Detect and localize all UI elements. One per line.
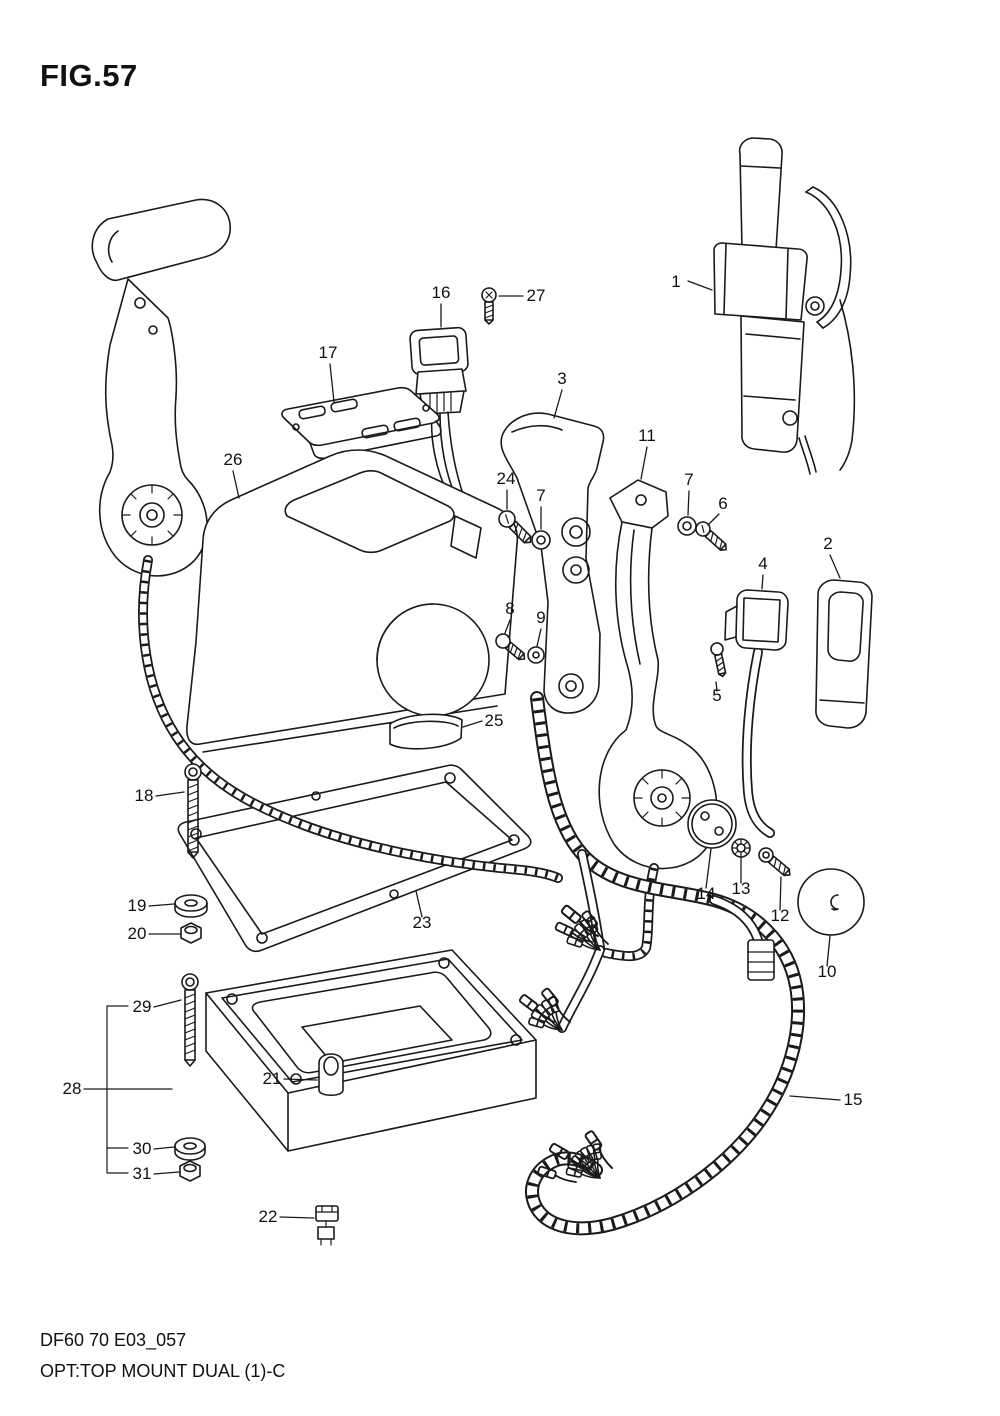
leader-line-9 <box>536 628 542 647</box>
part-callout-15: 15 <box>844 1090 863 1109</box>
part-12-screw <box>758 847 791 877</box>
part-callout-7: 7 <box>536 486 545 505</box>
part-callout-16: 16 <box>432 283 451 302</box>
part-21-pin <box>318 1053 344 1097</box>
part-3-bracket <box>500 412 605 714</box>
part-8-screw <box>495 633 526 661</box>
part-callout-11: 11 <box>638 426 656 445</box>
part-callout-8: 8 <box>505 599 514 618</box>
leader-line-5 <box>715 681 718 692</box>
leader-line-8 <box>504 619 511 634</box>
part-callout-20: 20 <box>128 924 147 943</box>
leader-line-6 <box>707 513 720 526</box>
leader-line-19 <box>148 903 175 907</box>
figure-code: DF60 70 E03_057 <box>40 1330 187 1350</box>
part-2-grip <box>815 579 873 729</box>
leader-line-30 <box>153 1146 175 1150</box>
part-9-washer <box>527 646 545 664</box>
part-callout-26: 26 <box>224 450 243 469</box>
part-callout-4: 4 <box>758 554 767 573</box>
part-18-bolt <box>184 763 202 859</box>
part-11-control-lever <box>598 479 718 870</box>
leader-line-7 <box>687 490 690 516</box>
part-28-housing-base <box>205 949 537 1152</box>
part-17-plate <box>281 386 442 460</box>
leader-line-18 <box>155 791 185 797</box>
leader-line-1 <box>687 280 713 291</box>
figure-title: FIG.57 <box>40 58 138 93</box>
part-left-control-lever <box>91 198 231 577</box>
leader-line-15 <box>789 1095 841 1101</box>
part-25-clamp <box>389 713 463 750</box>
part-31-nut <box>179 1160 201 1182</box>
leader-line-22 <box>279 1216 315 1219</box>
leader-line-4 <box>761 574 764 590</box>
part-callout-7: 7 <box>684 470 693 489</box>
part-callout-23: 23 <box>413 913 432 932</box>
part-14-disc <box>687 799 737 849</box>
leader-line-17 <box>329 363 335 403</box>
part-7-washer <box>531 530 551 550</box>
part-callout-14: 14 <box>697 884 716 903</box>
figure-caption: OPT:TOP MOUNT DUAL (1)-C <box>40 1361 286 1381</box>
leader-line-23 <box>415 890 423 918</box>
part-22-clip <box>315 1205 339 1246</box>
part-callout-6: 6 <box>718 494 727 513</box>
part-30-washer <box>174 1137 206 1161</box>
part-29-bolt <box>181 973 199 1067</box>
leader-line-12 <box>779 876 782 911</box>
part-callout-5: 5 <box>712 686 721 705</box>
leader-line-29 <box>153 999 182 1008</box>
part-15-wire-harness <box>518 691 806 1236</box>
part-callout-2: 2 <box>823 534 832 553</box>
leader-line-10 <box>826 935 831 967</box>
part-4-switch-assy <box>724 589 789 838</box>
part-callout-27: 27 <box>527 286 546 305</box>
part-7-washer <box>677 516 697 536</box>
part-callout-10: 10 <box>818 962 837 981</box>
part-callout-31: 31 <box>133 1164 152 1183</box>
part-callout-19: 19 <box>128 896 147 915</box>
leader-line-21 <box>283 1078 318 1081</box>
part-13-washer <box>731 838 751 858</box>
part-callout-22: 22 <box>259 1207 278 1226</box>
part-callout-1: 1 <box>671 272 680 291</box>
fasteners <box>174 287 791 1246</box>
part-callout-29: 29 <box>133 997 152 1016</box>
part-1-remote-control <box>713 137 856 475</box>
leader-line-3 <box>553 389 563 419</box>
leader-line-11 <box>640 446 648 480</box>
leader-line-31 <box>153 1171 180 1175</box>
part-callout-17: 17 <box>319 343 338 362</box>
part-callout-3: 3 <box>557 369 566 388</box>
part-callout-21: 21 <box>263 1069 282 1088</box>
part-6-screw <box>695 521 727 551</box>
part-20-nut <box>180 922 202 944</box>
leader-line-2 <box>829 554 841 579</box>
leader-line-25 <box>462 720 483 728</box>
part-5-screw <box>710 642 727 678</box>
part-callout-30: 30 <box>133 1139 152 1158</box>
part-27-screw <box>481 287 497 325</box>
part-19-washer <box>174 894 208 918</box>
part-callout-12: 12 <box>771 906 790 925</box>
part-10-cap <box>797 868 865 936</box>
part-callout-28: 28 <box>63 1079 82 1098</box>
part-callout-9: 9 <box>536 608 545 627</box>
part-callout-13: 13 <box>732 879 751 898</box>
part-callout-25: 25 <box>485 711 504 730</box>
leader-line-26 <box>232 470 240 499</box>
part-callout-24: 24 <box>497 469 516 488</box>
part-24-screw <box>498 510 532 544</box>
leader-line-14 <box>705 848 712 889</box>
part-26-cover <box>186 449 519 753</box>
part-callout-18: 18 <box>135 786 154 805</box>
